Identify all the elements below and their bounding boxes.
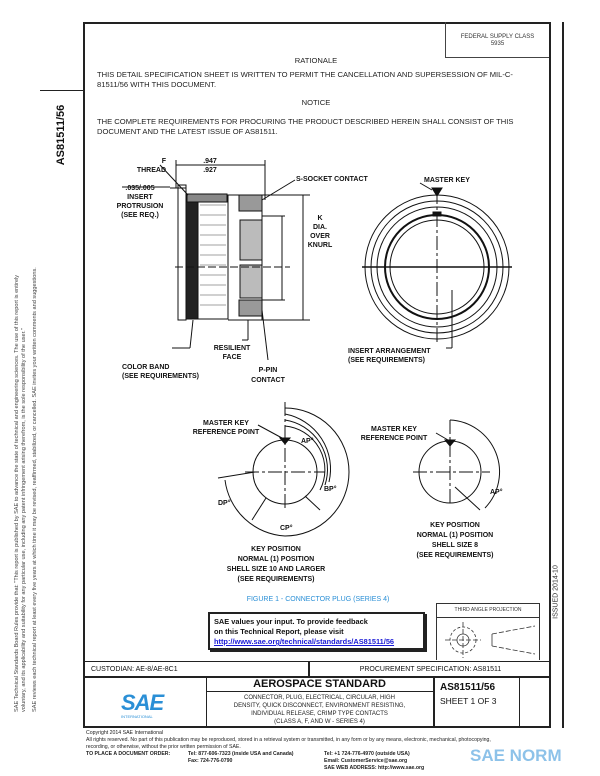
rationale-text: THIS DETAIL SPECIFICATION SHEET IS WRITT… (97, 70, 513, 89)
order-email[interactable]: Email: CustomerService@sae.org (324, 758, 408, 764)
sae-logo-sub: INTERNATIONAL (121, 714, 153, 719)
insert-arrangement-2: (SEE REQUIREMENTS) (348, 357, 425, 364)
protrusion-2: INSERT (127, 194, 153, 201)
key-large-caption-1: KEY POSITION (251, 546, 301, 553)
doc-id-box (40, 90, 83, 181)
k-dia-4: KNURL (308, 242, 333, 249)
federal-supply-class-box: FEDERAL SUPPLY CLASS 5935 (445, 22, 549, 58)
key-small-ap: AP° (490, 488, 503, 496)
key-small-caption-3: SHELL SIZE 8 (432, 542, 478, 549)
shell-hatch-top (238, 194, 263, 212)
key-small-ref-1: MASTER KEY (371, 426, 417, 433)
figure-caption: FIGURE 1 - CONNECTOR PLUG (SERIES 4) (246, 596, 390, 603)
key-position-small (413, 419, 501, 511)
description-line-1: CONNECTOR, PLUG, ELECTRICAL, CIRCULAR, H… (244, 695, 395, 701)
f-thread-label-2: THREAD (137, 167, 166, 174)
key-large-ap: AP° (301, 437, 314, 445)
sae-norm-watermark: SAE NORM (470, 746, 562, 765)
custodian-row: CUSTODIAN: AE-8/AE-8C1 PROCUREMENT SPECI… (83, 661, 549, 678)
protrusion-1: .035/.005 (125, 185, 154, 192)
frame-inner-right (549, 22, 551, 728)
side-view (122, 160, 310, 361)
feedback-line-1: SAE values your input. To provide feedba… (214, 617, 368, 626)
order-label: TO PLACE A DOCUMENT ORDER: (86, 751, 171, 757)
side-view-labels: F THREAD .947 .927 .035/.005 INSERT PROT… (117, 158, 369, 384)
feedback-box: SAE values your input. To provide feedba… (208, 612, 425, 650)
color-band-2: (SEE REQUIREMENTS) (122, 373, 199, 380)
title-block: SAE INTERNATIONAL AEROSPACE STANDARD CON… (83, 678, 549, 728)
key-large-dp: DP° (218, 499, 231, 507)
key-large-bp: BP° (324, 485, 337, 493)
description-line-2: DENSITY, QUICK DISCONNECT, ENVIRONMENT R… (233, 703, 406, 709)
key-small-caption-2: NORMAL (1) POSITION (417, 532, 493, 539)
resilient-face-2: FACE (223, 354, 242, 361)
sae-logo-text: SAE (121, 690, 164, 715)
notice-heading: NOTICE (301, 98, 331, 107)
projection-symbol-icon (445, 622, 536, 658)
feedback-link[interactable]: http://www.sae.org/technical/standards/A… (214, 637, 395, 646)
description-line-3: INDIVIDUAL RELEASE, CRIMP TYPE CONTACTS (251, 711, 388, 717)
k-dia-1: K (317, 215, 322, 222)
insert-arrangement-1: INSERT ARRANGEMENT (348, 348, 431, 355)
coupling-hatch-top (186, 193, 228, 203)
color-band (185, 194, 199, 320)
fsc-number: 5935 (490, 41, 505, 47)
p-pin-2: CONTACT (251, 377, 285, 384)
k-dia-3: OVER (310, 233, 330, 240)
custodian: CUSTODIAN: AE-8/AE-8C1 (83, 662, 310, 677)
resilient-face-1: RESILIENT (214, 345, 251, 352)
key-large-ref-2: REFERENCE POINT (193, 429, 260, 436)
sae-logo: SAE INTERNATIONAL (83, 678, 207, 726)
insert-section-lower (239, 264, 263, 299)
notice-text: THE COMPLETE REQUIREMENTS FOR PROCURING … (97, 117, 514, 136)
fsc-label: FEDERAL SUPPLY CLASS (460, 34, 535, 40)
dim-top-min: .927 (203, 167, 217, 174)
frame-outer-right (562, 22, 564, 728)
s-socket-label: S-SOCKET CONTACT (296, 176, 369, 183)
k-dia-2: DIA. (313, 224, 327, 231)
order-fax: Fax: 724-776-0790 (188, 758, 233, 764)
key-large-caption-3: SHELL SIZE 10 AND LARGER (227, 566, 325, 573)
key-large-caption-4: (SEE REQUIREMENTS) (237, 576, 314, 583)
key-large-ref-1: MASTER KEY (203, 420, 249, 427)
master-key-label: MASTER KEY (424, 177, 470, 184)
key-small-caption-4: (SEE REQUIREMENTS) (416, 552, 493, 559)
rationale-heading: RATIONALE (294, 56, 338, 65)
key-small-ref-2: REFERENCE POINT (361, 435, 428, 442)
sheet-number: SHEET 1 OF 3 (440, 696, 497, 706)
key-position-large (217, 402, 350, 537)
key-small-caption-1: KEY POSITION (430, 522, 480, 529)
key-large-caption-2: NORMAL (1) POSITION (238, 556, 314, 563)
key-large-cp: CP° (280, 524, 293, 532)
title-cell: AEROSPACE STANDARD CONNECTOR, PLUG, ELEC… (206, 678, 435, 726)
protrusion-4: (SEE REQ.) (121, 212, 159, 219)
front-view (362, 182, 512, 349)
rights-text-2: recording, or otherwise, without the pri… (86, 744, 241, 750)
doc-code-cell: AS81511/56 SHEET 1 OF 3 (435, 678, 520, 726)
color-band-1: COLOR BAND (122, 364, 169, 371)
projection-title: THIRD ANGLE PROJECTION (437, 604, 539, 618)
protrusion-3: PROTRUSION (117, 203, 164, 210)
order-tel-intl: Tel: +1 724-776-4970 (outside USA) (324, 751, 410, 757)
description-line-4: (CLASS A, F, AND W - SERIES 4) (274, 719, 365, 725)
copyright: Copyright 2014 SAE International (86, 730, 163, 736)
knurl-body (197, 194, 229, 320)
third-angle-projection: THIRD ANGLE PROJECTION (436, 603, 540, 660)
doc-number: AS81511/56 (440, 682, 496, 693)
insert-section-upper (239, 219, 263, 261)
feedback-line-2: on this Technical Report, please visit (214, 627, 344, 636)
p-pin-1: P-PIN (259, 367, 278, 374)
order-tel: Tel: 877-606-7323 (inside USA and Canada… (188, 751, 294, 757)
web-address[interactable]: SAE WEB ADDRESS: http://www.sae.org (324, 765, 425, 771)
shell-hatch-bottom (238, 299, 263, 317)
procurement-spec: PROCUREMENT SPECIFICATION: AS81511 (359, 666, 502, 673)
master-key-marker (431, 187, 443, 197)
rights-text: All rights reserved. No part of this pub… (86, 737, 491, 743)
f-thread-label-1: F (162, 158, 167, 165)
standard-heading: AEROSPACE STANDARD (206, 678, 433, 692)
dim-top-max: .947 (203, 158, 217, 165)
coupling-ring-lip (177, 184, 187, 321)
connector-drawing: F THREAD .947 .927 .035/.005 INSERT PROT… (117, 158, 512, 583)
